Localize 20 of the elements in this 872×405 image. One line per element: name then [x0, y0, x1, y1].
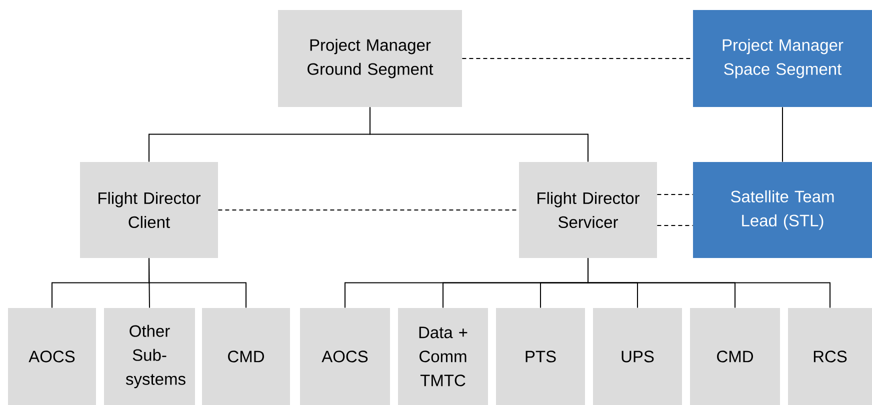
connector-line — [782, 106, 783, 162]
org-box: Project Manager Space Segment — [693, 10, 872, 107]
org-box: Satellite Team Lead (STL) — [693, 162, 872, 258]
org-box: RCS — [788, 308, 872, 405]
org-box: PTS — [496, 308, 585, 405]
org-box: AOCS — [300, 308, 390, 405]
org-box: Project Manager Ground Segment — [278, 10, 462, 107]
org-box: Flight Director Client — [80, 162, 218, 258]
org-box: Other Sub-systems — [104, 308, 195, 405]
org-box: Flight Director Servicer — [519, 162, 657, 258]
dashed-connector — [656, 194, 694, 195]
tree-connector — [588, 258, 830, 308]
tree-connector — [370, 106, 588, 162]
tree-connector — [148, 258, 246, 308]
org-box: Data + Comm TMTC — [398, 308, 488, 405]
dashed-connector — [656, 225, 694, 226]
org-box: AOCS — [8, 308, 96, 405]
org-box: CMD — [202, 308, 290, 405]
org-box: UPS — [593, 308, 682, 405]
org-box: CMD — [690, 308, 780, 405]
